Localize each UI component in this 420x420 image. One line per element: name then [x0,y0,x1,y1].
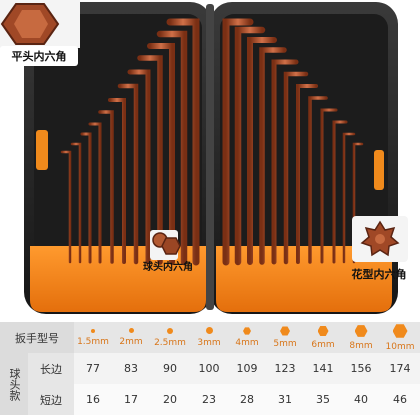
size-dot-icon [128,328,134,333]
size-dot-icon [205,327,213,334]
table-cell: 46 [380,384,420,415]
size-cell: 3mm [190,322,228,353]
table-cell: 109 [228,353,266,384]
flat-hex-label: 平头内六角 [0,46,78,66]
size-cell: 8mm [342,322,380,353]
flat-hex-tip-icon [0,0,80,48]
size-hex-icon [243,327,251,335]
right-wrenches [222,18,364,266]
table-cell: 100 [190,353,228,384]
ball-hex-label: 球头内六角 [143,262,193,273]
size-cell: 10mm [380,322,420,353]
size-value: 10mm [385,341,415,352]
size-value: 1.5mm [77,336,109,347]
size-value: 3mm [197,338,221,348]
table-cell: 35 [304,384,342,415]
left-wrenches [60,18,200,266]
row-label: 短边 [28,384,74,415]
table-cell: 174 [380,353,420,384]
flat-hex-callout: 平头内六角 [0,0,80,80]
table-cell: 83 [112,353,150,384]
spec-table: 扳手型号 1.5mm 2mm 2.5mm 3mm 4mm 5mm 6mm 8mm… [0,322,420,415]
size-cell: 1.5mm [74,322,112,353]
torx-label: 花型内六角 [351,268,407,281]
size-cell: 4mm [228,322,266,353]
table-cell: 77 [74,353,112,384]
table-cell: 31 [266,384,304,415]
row-label: 长边 [28,353,74,384]
size-value: 4mm [235,338,259,348]
group-label: 球头款 [0,353,28,415]
table-cell: 123 [266,353,304,384]
size-row: 扳手型号 1.5mm 2mm 2.5mm 3mm 4mm 5mm 6mm 8mm… [0,322,420,353]
table-cell: 90 [150,353,190,384]
table-cell: 16 [74,384,112,415]
table-cell: 141 [304,353,342,384]
size-cell: 6mm [304,322,342,353]
size-value: 8mm [349,340,373,351]
short-side-row: 短边 16 17 20 23 28 31 35 40 46 [0,384,420,415]
table-cell: 23 [190,384,228,415]
table-cell: 40 [342,384,380,415]
table-cell: 17 [112,384,150,415]
header-label: 扳手型号 [0,322,74,353]
long-side-row: 球头款 长边 77 83 90 100 109 123 141 156 174 [0,353,420,415]
size-hex-icon [317,326,329,336]
size-value: 6mm [311,339,335,350]
table-cell: 20 [150,384,190,415]
size-hex-icon [354,325,368,337]
size-cell: 5mm [266,322,304,353]
size-dot-icon [167,327,173,334]
table-cell: 156 [342,353,380,384]
size-dot-icon [91,328,95,333]
hinge [206,4,214,310]
size-cell: 2mm [112,322,150,353]
size-hex-icon [280,326,290,336]
size-value: 2mm [119,337,143,347]
size-cell: 2.5mm [150,322,190,353]
size-value: 5mm [273,339,297,349]
torx-tip-icon [352,216,408,262]
size-value: 2.5mm [154,337,186,348]
table-cell: 28 [228,384,266,415]
ball-hex-tip-icon [150,230,181,260]
size-hex-icon [392,324,408,338]
ball-hex-callout: 球头内六角 [124,228,212,276]
torx-callout: 花型内六角 [340,214,420,290]
